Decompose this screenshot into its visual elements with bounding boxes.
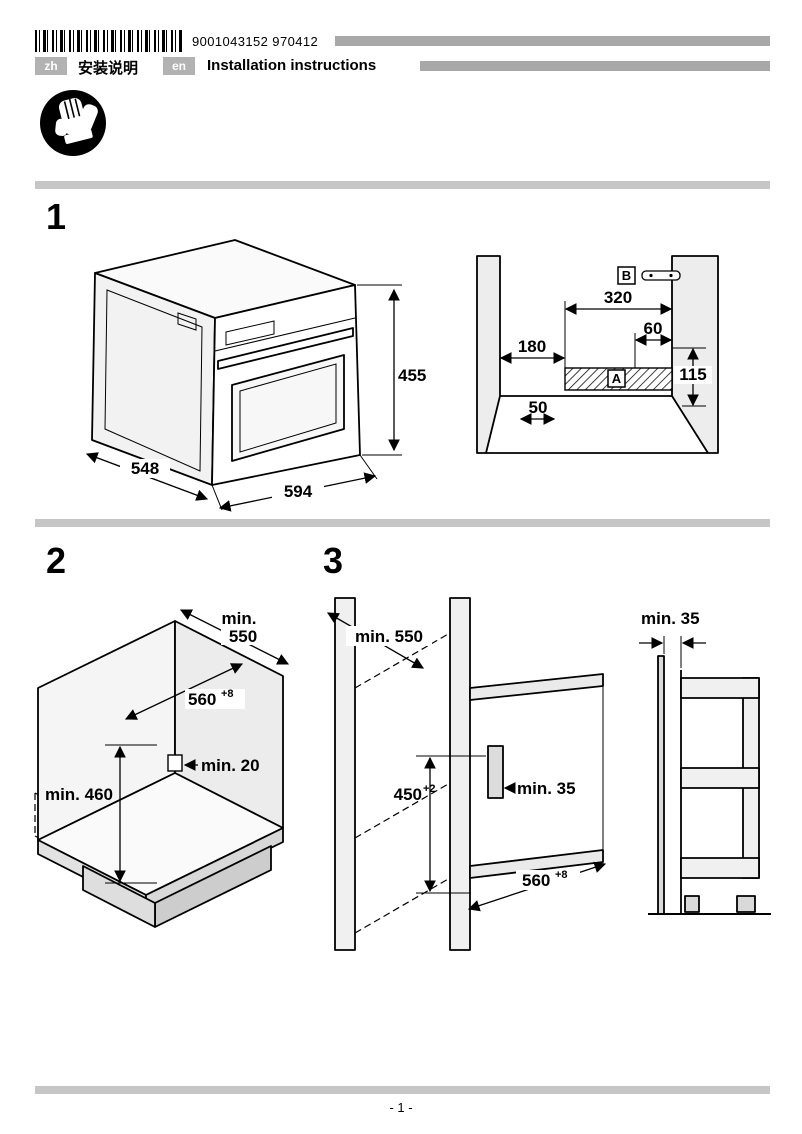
wall-gap-min-35-label: min. 35 [641,609,700,628]
cabinet-body [37,620,284,928]
base-cabinet-drawing: min. 550 560 +8 min. 20 min. 460 [34,609,290,928]
niche-dimension-drawing: A B 320 60 180 115 [476,255,719,454]
dimension-594: 594 [211,454,378,512]
section-divider [35,181,770,189]
rear-spacer [167,754,183,772]
vent-area-a: A [564,367,673,391]
niche-60-label: 60 [644,319,663,338]
section-divider [35,1086,770,1094]
top-shelf [469,673,604,701]
rear-vent-spacer [487,745,504,799]
oven-door-window [231,354,345,462]
section-1-number: 1 [46,196,67,237]
section-3-number: 3 [323,540,344,581]
rear-side-panel [449,597,471,951]
niche-180-label: 180 [518,337,546,356]
top-shelf-profile [680,677,760,699]
foot [684,895,700,913]
wall-strip [657,655,665,915]
dimension-60: 60 [634,319,673,368]
depth-560-label: 560 [522,871,550,890]
header-gray-bar [420,61,770,71]
niche-320-label: 320 [604,288,632,307]
mid-shelf-profile [680,767,760,789]
dimension-450: 450 +2 [394,755,486,894]
header-gray-bar [335,36,770,46]
page-number: - 1 - [389,1100,413,1115]
oven-height-label: 455 [398,366,426,385]
barcode-image [35,30,183,52]
depth-min-label: min. [222,609,257,628]
height-450-label: 450 [394,785,422,804]
dimension-455: 455 [357,284,426,456]
language-title-zh: 安装说明 [78,60,139,77]
oven-dimension-drawing: 455 548 594 [85,239,426,512]
mounting-bracket [641,270,681,281]
foot [736,895,756,913]
dimension-min-20: min. 20 [183,756,260,775]
tall-cabinet-panels [334,597,471,951]
gap-min-35-label: min. 35 [517,779,576,798]
dimension-50: 50 [519,398,556,425]
niche-walls [476,255,719,454]
dimension-560: 560 +8 [467,861,607,912]
niche-50-label: 50 [529,398,548,417]
width-560-tolerance: +8 [221,688,234,700]
niche-interior [469,673,604,879]
oven-front-details [214,317,356,462]
dimension-min-550: min. 550 [179,609,290,665]
dimension-min-35: min. 35 [503,779,576,798]
oven-width-label: 594 [284,482,313,501]
dimension-115: 115 [672,347,712,407]
dimension-180: 180 [499,337,566,364]
dimension-min-460: min. 460 [45,744,157,884]
section-divider [35,519,770,527]
oven-depth-label: 548 [131,459,159,478]
section-2-number: 2 [46,540,67,581]
front-side-panel [334,597,356,951]
oven-body [91,239,361,486]
dimension-320: 320 [564,288,673,368]
height-450-tolerance: +2 [423,783,436,795]
depth-min-550-label: min. 550 [355,627,423,646]
oven-door-handle [217,327,354,370]
width-560-label: 560 [188,690,216,709]
bottom-shelf-profile [680,857,760,879]
depth-550-label: 550 [229,627,257,646]
gap-min-20-label: min. 20 [201,756,260,775]
protective-gloves-icon [38,88,108,158]
document-code: 9001043152 970412 [192,34,319,49]
niche-115-label: 115 [679,365,706,384]
height-min-460-label: min. 460 [45,785,113,804]
plinth-side [82,865,156,928]
dimension-548: 548 [85,452,209,501]
label-b: B [622,268,631,283]
side-view-drawing: min. 35 [639,609,771,915]
dimension-min-550: min. 550 [326,612,432,669]
language-badge-zh: zh [35,57,67,75]
cabinet-side-profile [648,670,771,915]
dimension-560: 560 +8 [124,663,245,720]
depth-560-tolerance: +8 [555,869,568,881]
language-title-en: Installation instructions [207,57,377,74]
bracket-b: B [617,266,681,285]
language-badge-en: en [163,57,195,75]
dimension-min-35-wall: min. 35 [639,609,706,668]
tall-cabinet-drawing: min. 550 450 +2 min. 35 560 +8 [326,597,607,951]
label-a: A [612,371,622,386]
